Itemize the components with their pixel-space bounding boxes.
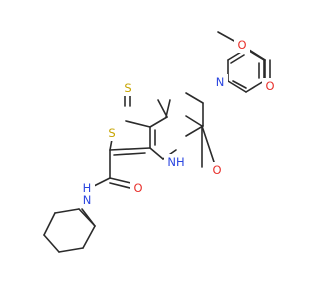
bond-thz-2 <box>125 120 151 128</box>
atom-thione-s: S <box>124 81 131 95</box>
bond-c4a-c5 <box>185 115 203 127</box>
bond-chx-3 <box>43 234 60 253</box>
bond-chx-1 <box>82 225 96 249</box>
bond-benz-4 <box>245 80 265 93</box>
bond-thz-1 <box>157 99 168 118</box>
atom-lactam-o: O <box>212 163 221 177</box>
molecule-diagram: O O S N S NH O O N H <box>43 31 278 253</box>
bond-benz-1-inner <box>230 54 245 64</box>
bond-chx-4 <box>43 212 56 236</box>
atom-amide-n: N <box>83 193 92 207</box>
atom-ring-s: S <box>108 126 115 140</box>
structure-drawing: O O S N S NH O O N H <box>43 31 278 253</box>
bond-pyr-1 <box>185 92 204 104</box>
atom-amide-h: H <box>83 181 92 195</box>
bond-chx-5 <box>54 208 80 214</box>
atom-labels: O O S N S NH O O N H <box>79 37 278 208</box>
bond-chx-6 <box>78 208 96 227</box>
bond-thz-4-inner <box>113 152 146 156</box>
bonds <box>43 31 271 253</box>
atom-methyl-o: O <box>237 38 246 52</box>
bond-methyl-o <box>217 31 237 43</box>
bond-chx-2 <box>58 247 84 253</box>
bond-benz-3-inner <box>232 80 247 89</box>
bond-pyr-3 <box>185 125 204 137</box>
bond-n-c1 <box>165 99 171 118</box>
bond-amide-cn <box>93 177 111 187</box>
bond-lactam-co-a <box>201 125 216 166</box>
atom-amide-o: O <box>133 181 142 195</box>
bond-benz-3 <box>227 80 247 93</box>
atom-ester-o: O <box>265 79 274 93</box>
bond-pyr-7 <box>149 116 168 128</box>
bond-pyr-5 <box>149 147 164 160</box>
atom-lactam-nh: NH <box>167 155 184 169</box>
bond-thz-4 <box>109 147 151 151</box>
atom-ring-n: N <box>216 75 225 89</box>
